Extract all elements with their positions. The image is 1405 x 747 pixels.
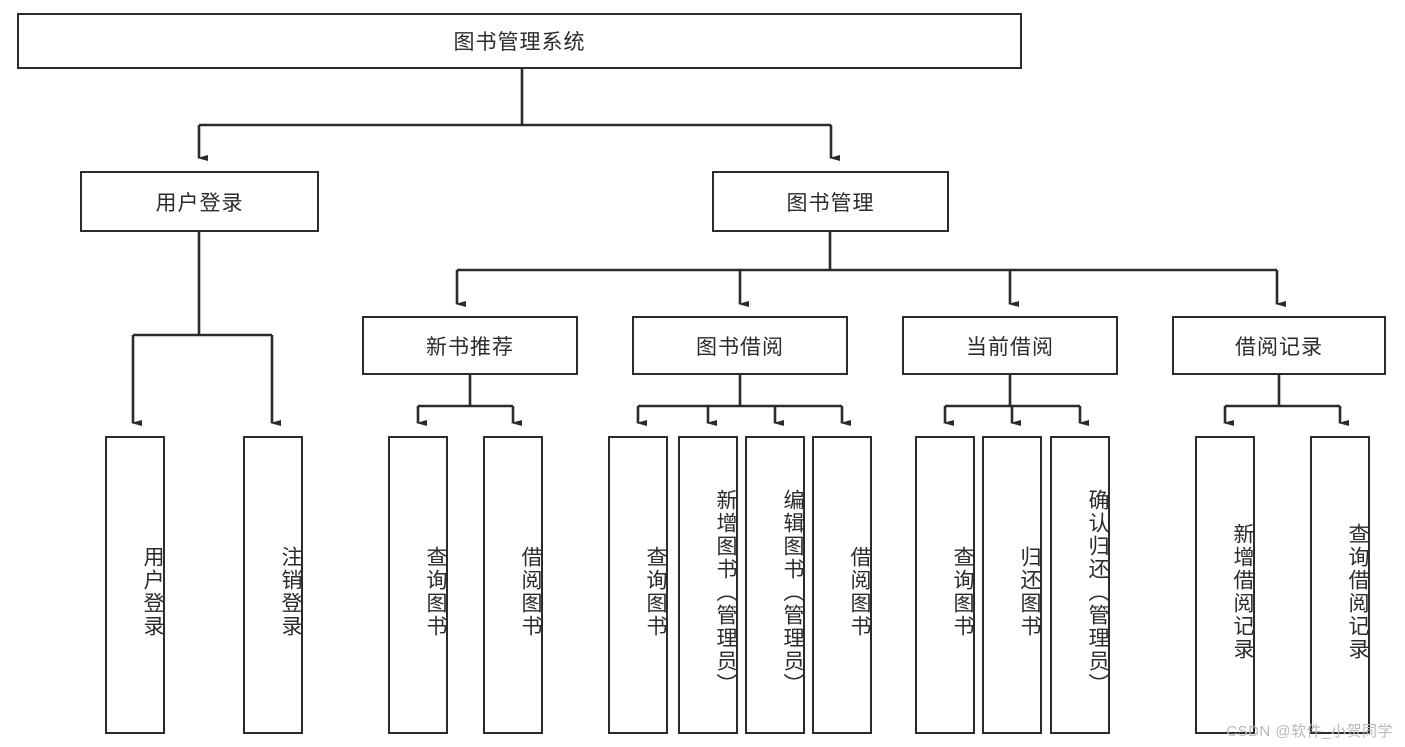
node-label: 借阅记录 [1235,335,1323,359]
leaf-query-book-3[interactable]: 查询图书 [915,436,975,734]
node-label: 查询借阅记录 [1346,523,1369,661]
node-label: 图书管理 [786,191,875,215]
node-label: 借阅图书 [848,546,871,638]
leaf-query-borrow-record[interactable]: 查询借阅记录 [1310,436,1370,734]
leaf-add-book-admin[interactable]: 新增图书（管理员） [678,436,738,734]
node-label: 查询图书 [644,546,667,638]
node-user-login[interactable]: 用户登录 [80,171,319,232]
leaf-query-book-1[interactable]: 查询图书 [388,436,448,734]
node-book-management[interactable]: 图书管理 [712,171,949,232]
node-label: 新书推荐 [426,335,514,359]
node-label: 用户登录 [141,546,164,638]
leaf-confirm-return-admin[interactable]: 确认归还（管理员） [1050,436,1110,734]
leaf-borrow-book-1[interactable]: 借阅图书 [483,436,543,734]
node-new-book-recommendation[interactable]: 新书推荐 [362,316,578,375]
node-label: 查询图书 [424,546,447,638]
leaf-edit-book-admin[interactable]: 编辑图书（管理员） [745,436,805,734]
node-label: 用户登录 [155,191,244,215]
node-label: 确认归还（管理员） [1086,488,1109,696]
node-label: 新增图书（管理员） [714,488,737,696]
leaf-add-borrow-record[interactable]: 新增借阅记录 [1195,436,1255,734]
node-current-borrowing[interactable]: 当前借阅 [902,316,1118,375]
leaf-user-login[interactable]: 用户登录 [105,436,165,734]
node-label: 编辑图书（管理员） [781,488,804,696]
node-label: 注销登录 [279,546,302,638]
node-borrow-record[interactable]: 借阅记录 [1172,316,1386,375]
node-book-borrowing[interactable]: 图书借阅 [632,316,848,375]
watermark: CSDN @软件_小贺同学 [1226,723,1393,740]
node-label: 归还图书 [1018,546,1041,638]
node-label: 图书管理系统 [453,31,586,54]
node-label: 新增借阅记录 [1231,523,1254,661]
node-root-system[interactable]: 图书管理系统 [17,13,1022,69]
leaf-borrow-book-2[interactable]: 借阅图书 [812,436,872,734]
leaf-return-book[interactable]: 归还图书 [982,436,1042,734]
node-label: 图书借阅 [696,335,784,359]
node-label: 当前借阅 [966,335,1054,359]
node-label: 借阅图书 [519,546,542,638]
node-label: 查询图书 [951,546,974,638]
leaf-logout[interactable]: 注销登录 [243,436,303,734]
leaf-query-book-2[interactable]: 查询图书 [608,436,668,734]
